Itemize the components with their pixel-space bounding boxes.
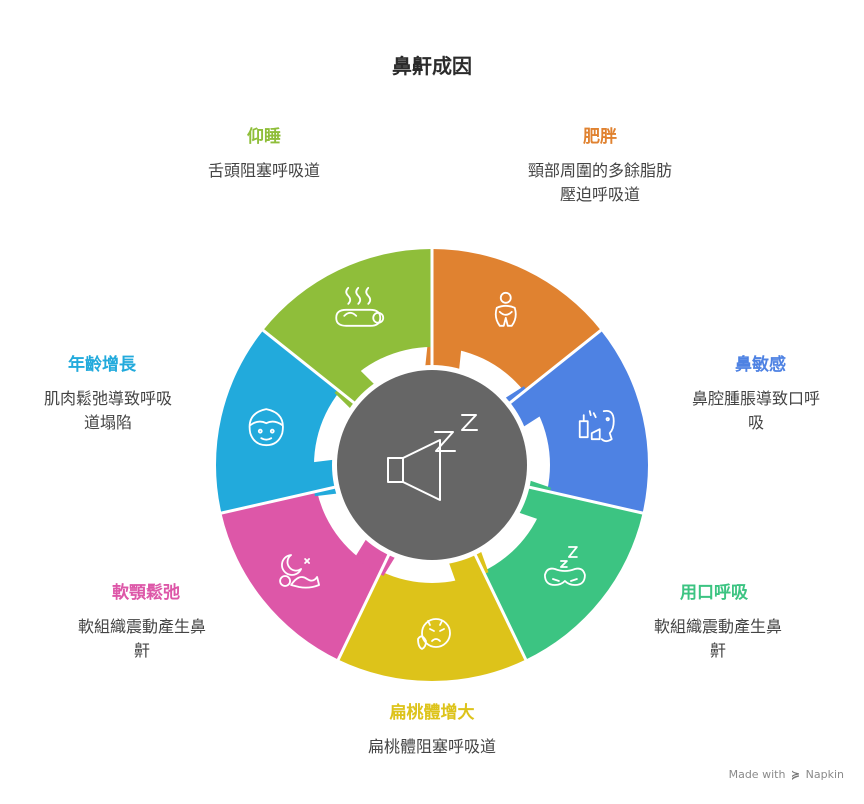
label-desc: 頸部周圍的多餘脂肪壓迫呼吸道 xyxy=(527,161,672,204)
inhaler-icon xyxy=(578,409,615,443)
wedge-separator xyxy=(492,327,604,418)
brand-prefix: Made with xyxy=(728,768,786,781)
label-back-sleeping: 仰睡 舌頭阻塞呼吸道 xyxy=(154,122,374,183)
brand-name: Napkin xyxy=(805,768,844,781)
label-title: 用口呼吸 xyxy=(680,583,748,603)
label-enlarged-tonsils: 扁桃體增大 扁桃體阻塞呼吸道 xyxy=(322,698,542,759)
label-desc: 扁桃體阻塞呼吸道 xyxy=(367,737,496,756)
snore-speaker-icon xyxy=(387,414,478,501)
moon-sleep-icon xyxy=(279,554,320,589)
wedge-separator xyxy=(507,480,645,515)
sleep-mask-icon xyxy=(544,546,586,586)
wedge-2 xyxy=(483,491,643,660)
lying-person-icon xyxy=(335,286,385,327)
label-desc: 鼻腔腫脹導致口呼吸 xyxy=(691,389,820,432)
label-desc: 肌肉鬆弛導致呼吸道塌陷 xyxy=(43,389,172,432)
wedge-separator xyxy=(464,534,528,663)
label-title: 扁桃體增大 xyxy=(389,703,475,723)
wedge-0 xyxy=(432,249,601,392)
napkin-brand: Made with ≽ Napkin xyxy=(729,768,844,781)
wedge-4 xyxy=(221,491,381,660)
napkin-logo-icon: ≽ xyxy=(790,768,801,781)
page-title: 鼻鼾成因 xyxy=(392,54,472,78)
person-icon xyxy=(494,291,517,327)
label-title: 肥胖 xyxy=(583,127,617,147)
wedge-separator xyxy=(219,480,357,515)
label-mouth-breathing: 用口呼吸 軟組織震動產生鼻鼾 xyxy=(630,578,810,663)
label-desc: 舌頭阻塞呼吸道 xyxy=(207,161,320,180)
label-obesity: 肥胖 頸部周圍的多餘脂肪壓迫呼吸道 xyxy=(490,122,710,207)
label-aging: 年齡增長 肌肉鬆弛導致呼吸道塌陷 xyxy=(20,350,220,435)
elderly-face-icon xyxy=(248,408,284,447)
label-title: 仰睡 xyxy=(247,127,281,147)
wedge-tab-6 xyxy=(334,368,382,416)
label-title: 年齡增長 xyxy=(68,355,136,375)
label-soft-palate: 軟顎鬆弛 軟組織震動產生鼻鼾 xyxy=(54,578,234,663)
wedge-separator xyxy=(336,534,400,663)
label-allergic-rhinitis: 鼻敏感 鼻腔腫脹導致口呼吸 xyxy=(620,350,836,435)
wedge-3 xyxy=(338,571,526,681)
center-hub xyxy=(337,370,527,560)
label-title: 鼻敏感 xyxy=(735,355,786,375)
label-desc: 軟組織震動產生鼻鼾 xyxy=(653,617,782,660)
label-desc: 軟組織震動產生鼻鼾 xyxy=(77,617,206,660)
wedge-6 xyxy=(263,249,432,392)
wedge-separator xyxy=(260,327,372,418)
sick-face-icon xyxy=(417,618,451,650)
label-title: 軟顎鬆弛 xyxy=(112,583,180,603)
